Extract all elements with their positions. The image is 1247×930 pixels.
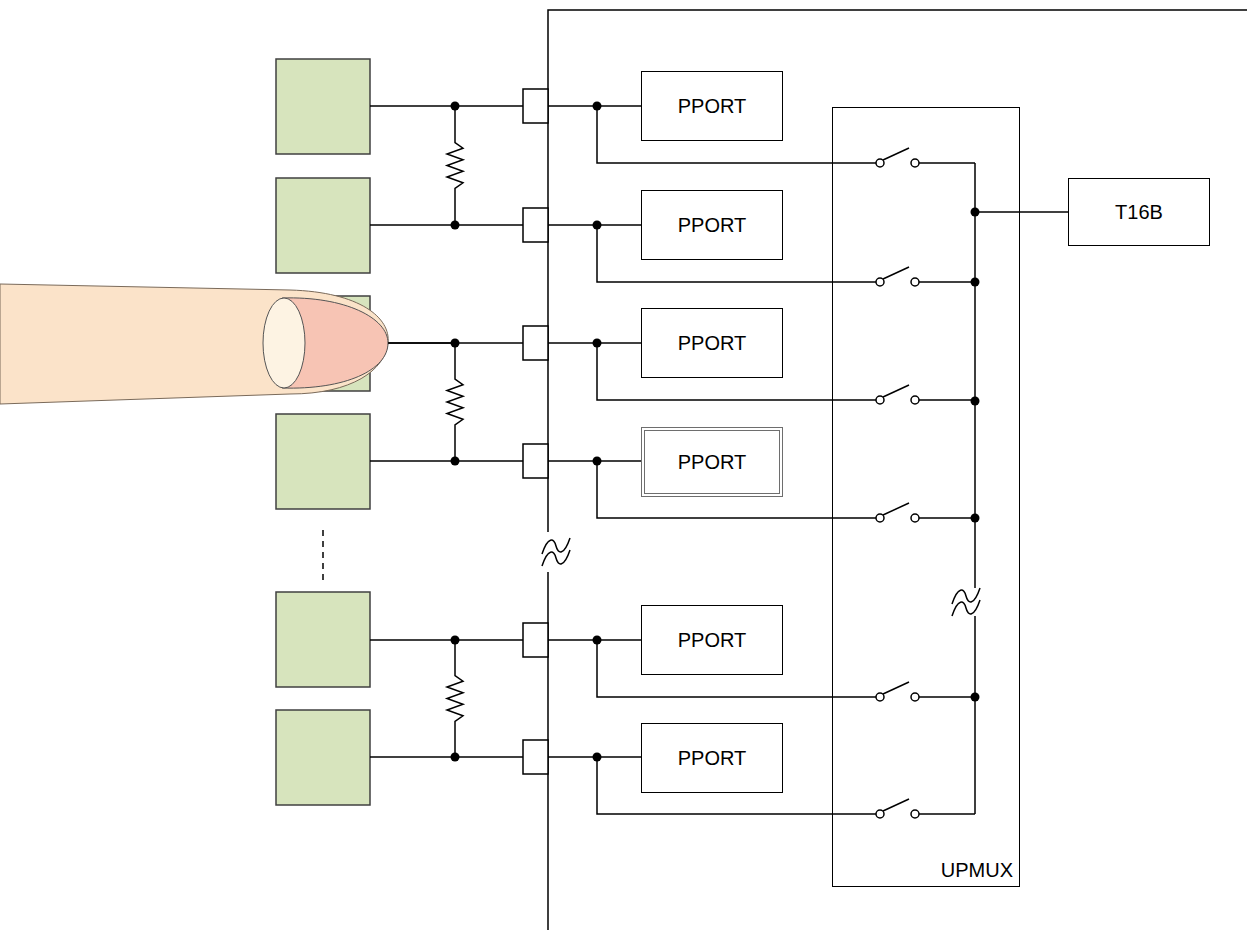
break-wave (542, 538, 570, 554)
chip-boundary (548, 10, 1247, 930)
break-wave (952, 600, 980, 616)
switch-contact (911, 514, 919, 522)
mux-wire (919, 517, 975, 519)
junction-dot (451, 102, 460, 111)
junction-dot (451, 457, 460, 466)
node-label: UPMUX (941, 859, 1013, 882)
junction-dot (971, 693, 980, 702)
pin-terminal (523, 623, 548, 657)
junction-dot (451, 753, 460, 762)
switch-lever (883, 385, 909, 397)
pin-terminal (523, 740, 548, 774)
switch-lever (883, 682, 909, 694)
resistor-symbol (447, 343, 463, 461)
mux-wire (919, 813, 975, 815)
bus-wire (975, 211, 1020, 213)
switch-contact (911, 396, 919, 404)
port-box: PPORT (641, 190, 783, 260)
switch-contact (876, 514, 884, 522)
finger-illustration (0, 284, 388, 404)
switch-contact (876, 693, 884, 701)
switch-lever (883, 148, 909, 160)
pad-wire (370, 105, 523, 107)
switch-contact (911, 693, 919, 701)
timer-box: T16B (1068, 178, 1210, 246)
junction-dot (451, 636, 460, 645)
switch-lever (883, 799, 909, 811)
switch-contact (876, 810, 884, 818)
bus-break-mark (952, 588, 980, 616)
pad-wire (370, 460, 523, 462)
pad-wire (388, 342, 455, 344)
port-box: PPORT (641, 723, 783, 793)
node-label: PPORT (678, 451, 747, 474)
pad-wire (370, 224, 523, 226)
touch-pad (276, 710, 370, 805)
switch-contact (911, 159, 919, 167)
touch-pad (276, 414, 370, 509)
port-box: PPORT (641, 308, 783, 378)
junction-dot (971, 278, 980, 287)
touch-pad (276, 592, 370, 687)
resistor-symbol (447, 106, 463, 225)
mux-wire (919, 399, 975, 401)
multiplexer-box: UPMUX (832, 107, 1020, 887)
port-box: PPORT (641, 605, 783, 675)
junction-dot (971, 514, 980, 523)
switch-contact (911, 810, 919, 818)
junction-dot (971, 397, 980, 406)
node-label: PPORT (678, 214, 747, 237)
break-wave (952, 588, 980, 604)
mux-wire (919, 162, 975, 164)
switch-contact (876, 159, 884, 167)
node-label: T16B (1115, 201, 1163, 224)
finger (0, 284, 388, 404)
signal-wire (1020, 211, 1068, 213)
switch-contact (876, 396, 884, 404)
node-label: PPORT (678, 95, 747, 118)
pad-wire (370, 639, 523, 641)
mux-wire (919, 696, 975, 698)
switch-contact (911, 278, 919, 286)
fingernail-edge (263, 298, 305, 388)
node-label: PPORT (678, 332, 747, 355)
pin-terminal (523, 444, 548, 478)
node-label: PPORT (678, 629, 747, 652)
touch-pad (276, 59, 370, 154)
junction-dot (451, 221, 460, 230)
pad-wire (370, 342, 523, 344)
switch-contact (876, 278, 884, 286)
touch-pad (276, 178, 370, 273)
switch-lever (883, 503, 909, 515)
port-box: PPORT (641, 427, 783, 497)
mux-wire (919, 281, 975, 283)
mux-bus (974, 163, 976, 814)
node-label: PPORT (678, 747, 747, 770)
continuation-dash (322, 530, 324, 580)
break-wave (542, 550, 570, 566)
chip-break-mark (542, 538, 570, 566)
pad-wire (370, 756, 523, 758)
pin-terminal (523, 89, 548, 123)
resistor-symbol (447, 640, 463, 757)
switch-lever (883, 267, 909, 279)
port-box: PPORT (641, 71, 783, 141)
pin-terminal (523, 326, 548, 360)
pin-terminal (523, 208, 548, 242)
